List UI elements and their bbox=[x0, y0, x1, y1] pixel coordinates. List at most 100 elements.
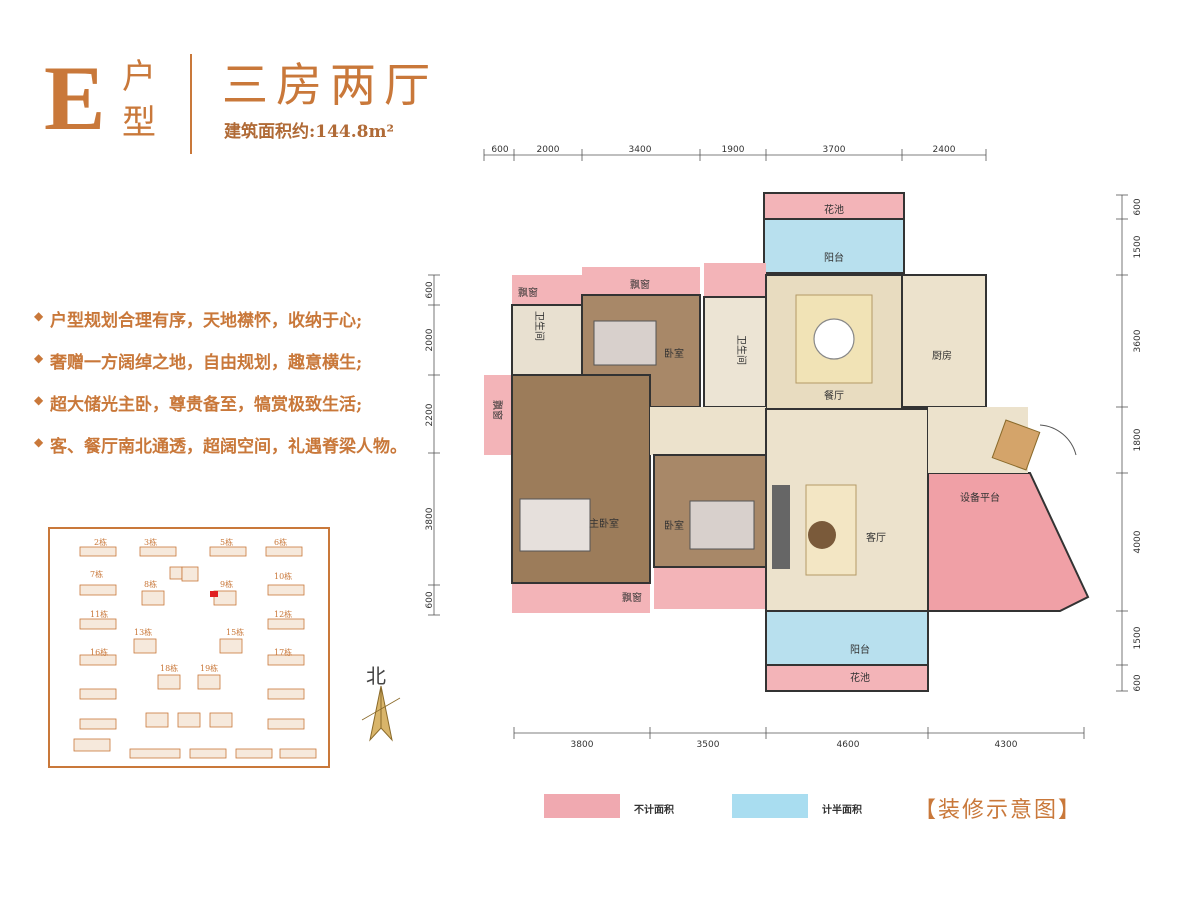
room-label: 卫生间 bbox=[533, 311, 546, 341]
bay-window-area-left bbox=[484, 375, 512, 455]
dim-top-label: 2400 bbox=[933, 145, 956, 155]
master-bedroom bbox=[511, 374, 651, 584]
layout-title: 三房两厅 bbox=[222, 58, 438, 112]
building-label: 11栋 bbox=[90, 610, 109, 619]
hallway bbox=[650, 407, 766, 455]
room-label: 主卧室 bbox=[589, 517, 619, 530]
legend-pink-label: 不计面积 bbox=[634, 805, 674, 816]
building-label: 5栋 bbox=[220, 538, 234, 547]
building-label: 2栋 bbox=[94, 538, 108, 547]
entrance-door-icon bbox=[1039, 424, 1077, 456]
bed-icon bbox=[689, 500, 755, 550]
room-label: 客厅 bbox=[866, 531, 886, 544]
building-label: 18栋 bbox=[160, 664, 179, 673]
room-label: 飘窗 bbox=[630, 278, 650, 291]
room-label: 卫生间 bbox=[735, 335, 748, 365]
room-label: 卧室 bbox=[664, 519, 684, 532]
building-label: 16栋 bbox=[90, 648, 109, 657]
room-label: 飘窗 bbox=[491, 400, 504, 420]
coffee-table-icon bbox=[808, 521, 836, 549]
right-dimension-line bbox=[1116, 194, 1128, 692]
room-label: 卧室 bbox=[664, 347, 684, 360]
dim-top-label: 600 bbox=[491, 145, 508, 155]
dim-right-label: 4000 bbox=[1133, 530, 1140, 553]
feature-text: 超大储光主卧，尊贵备至，犒赏极致生活; bbox=[50, 395, 363, 415]
dim-left-label: 2200 bbox=[425, 403, 435, 426]
building-label: 12栋 bbox=[274, 610, 293, 619]
dim-bottom-label: 4600 bbox=[837, 740, 860, 750]
building-label: 19栋 bbox=[200, 664, 219, 673]
flower-pool-top bbox=[763, 192, 905, 220]
legend-blue-swatch bbox=[732, 794, 808, 818]
unit-char-1: 户 bbox=[122, 57, 156, 97]
north-label: 北 bbox=[366, 664, 386, 688]
top-dimension-line bbox=[483, 149, 987, 161]
building-label: 8栋 bbox=[144, 580, 158, 589]
building-label: 3栋 bbox=[144, 538, 158, 547]
bay-window-area-bottom bbox=[512, 583, 650, 613]
unit-letter: E bbox=[44, 47, 106, 149]
header-divider bbox=[190, 54, 192, 154]
door-mat-icon bbox=[991, 419, 1041, 471]
building-label: 6栋 bbox=[274, 538, 288, 547]
room-label: 飘窗 bbox=[518, 286, 538, 299]
room-label: 阳台 bbox=[850, 643, 870, 656]
site-plan-drawing bbox=[73, 546, 317, 759]
rendering-caption: 【装修示意图】 bbox=[914, 798, 1083, 823]
dim-right-label: 3600 bbox=[1133, 329, 1140, 352]
dim-top-label: 1900 bbox=[722, 145, 745, 155]
legend-pink-swatch bbox=[544, 794, 620, 818]
balcony-top bbox=[763, 218, 905, 274]
dim-top-label: 3400 bbox=[629, 145, 652, 155]
bed-icon bbox=[593, 320, 657, 366]
room-label: 阳台 bbox=[824, 251, 844, 264]
dim-right-label: 600 bbox=[1133, 198, 1140, 215]
feature-text: 客、餐厅南北通透，超阔空间，礼遇脊梁人物。 bbox=[50, 437, 407, 457]
building-label: 7栋 bbox=[90, 570, 104, 579]
dim-bottom-label: 3500 bbox=[697, 740, 720, 750]
diamond-bullet-icon: ◆ bbox=[34, 435, 44, 449]
dim-right-label: 1800 bbox=[1133, 428, 1140, 451]
dim-left-label: 600 bbox=[425, 281, 435, 298]
room-label: 花池 bbox=[824, 203, 844, 216]
sofa-icon bbox=[772, 485, 790, 569]
room-label: 花池 bbox=[850, 671, 870, 684]
legend-blue-label: 计半面积 bbox=[822, 805, 862, 816]
feature-item: ◆ 超大储光主卧，尊贵备至，犒赏极致生活; bbox=[34, 390, 454, 432]
dim-bottom-label: 4300 bbox=[995, 740, 1018, 750]
bedroom2-bay-area bbox=[654, 567, 766, 609]
dim-top-label: 2000 bbox=[537, 145, 560, 155]
building-label: 15栋 bbox=[226, 628, 245, 637]
building-label: 9栋 bbox=[220, 580, 234, 589]
dim-right-label: 600 bbox=[1133, 674, 1140, 691]
equipment-platform bbox=[927, 472, 1090, 612]
master-bed-icon bbox=[519, 498, 591, 552]
dim-left-label: 3800 bbox=[425, 507, 435, 530]
flower-pool-bottom bbox=[765, 664, 929, 692]
dim-top-label: 3700 bbox=[823, 145, 846, 155]
dim-bottom-label: 3800 bbox=[571, 740, 594, 750]
room-label: 餐厅 bbox=[824, 389, 844, 402]
bay-window-area-1 bbox=[512, 275, 582, 305]
bathroom-bay-area bbox=[704, 263, 766, 297]
dining-table-icon bbox=[813, 318, 855, 360]
dim-left-label: 2000 bbox=[425, 328, 435, 351]
building-label: 10栋 bbox=[274, 572, 293, 581]
feature-text: 奢赠一方阔绰之地，自由规划，趣意横生; bbox=[50, 353, 363, 373]
balcony-bottom bbox=[765, 610, 929, 666]
floor-area: 建筑面积约:144.8m² bbox=[224, 122, 394, 142]
left-dimension-line bbox=[428, 274, 440, 616]
current-building-marker bbox=[210, 591, 218, 597]
dim-right-label: 1500 bbox=[1133, 235, 1140, 258]
floor-plan: 600 2000 3400 1900 3700 2400 3800 3500 4… bbox=[425, 145, 1140, 750]
feature-text: 户型规划合理有序，天地襟怀，收纳于心; bbox=[50, 311, 363, 331]
diamond-bullet-icon: ◆ bbox=[34, 351, 44, 365]
feature-item: ◆ 客、餐厅南北通透，超阔空间，礼遇脊梁人物。 bbox=[34, 432, 454, 474]
bathroom-1 bbox=[511, 304, 583, 376]
diamond-bullet-icon: ◆ bbox=[34, 309, 44, 323]
diamond-bullet-icon: ◆ bbox=[34, 393, 44, 407]
building-label: 13栋 bbox=[134, 628, 153, 637]
dim-right-label: 1500 bbox=[1133, 626, 1140, 649]
bay-window-area-2 bbox=[582, 267, 700, 295]
building-label: 17栋 bbox=[274, 648, 293, 657]
